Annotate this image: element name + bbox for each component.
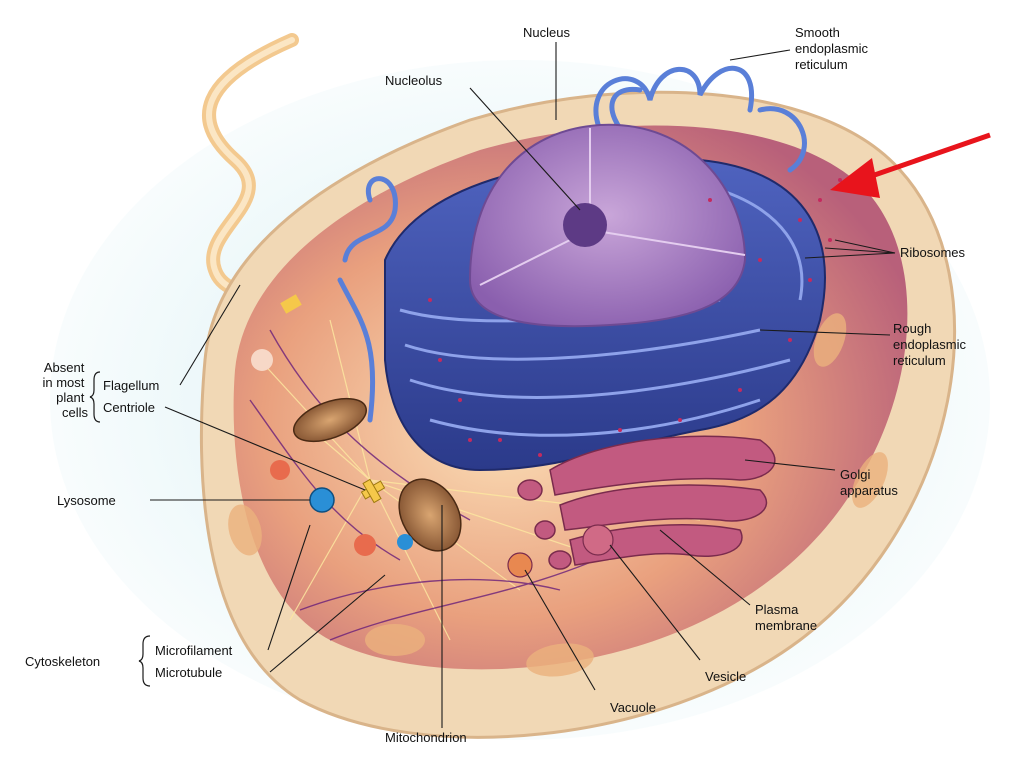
red-arrow (830, 132, 991, 198)
cytoskeleton-brace (138, 635, 151, 687)
label-microtubule: Microtubule (155, 665, 222, 680)
label-absent-note: Absent in most plant cells (42, 360, 88, 420)
nucleus-shape (468, 123, 747, 328)
label-vesicle: Vesicle (705, 669, 746, 684)
labels: Nucleus Nucleolus Smooth endoplasmic ret… (25, 25, 970, 745)
vacuole-shape (397, 534, 413, 550)
centriole-shape (360, 478, 386, 504)
label-smooth-er: Smooth endoplasmic reticulum (795, 25, 872, 72)
label-vacuole: Vacuole (610, 700, 656, 715)
leader-lines (150, 42, 896, 728)
label-flagellum: Flagellum (103, 378, 159, 393)
absent-brace (89, 371, 101, 423)
smooth-er-shape (337, 65, 807, 423)
membrane-inclusions (228, 313, 888, 677)
label-nucleolus: Nucleolus (385, 73, 443, 88)
ribosome-dots (428, 178, 842, 462)
lysosome-shape (309, 487, 335, 513)
golgi-shape (517, 435, 776, 570)
label-rough-er: Rough endoplasmic reticulum (893, 321, 970, 368)
label-microfilament: Microfilament (155, 643, 233, 658)
label-ribosomes: Ribosomes (900, 245, 966, 260)
label-mitochondrion: Mitochondrion (385, 730, 467, 745)
nucleolus-shape (563, 203, 607, 247)
label-cytoskeleton: Cytoskeleton (25, 654, 100, 669)
label-nucleus: Nucleus (523, 25, 570, 40)
label-centriole: Centriole (103, 400, 155, 415)
mitochondrion-shapes (293, 397, 462, 552)
label-plasma-membrane: Plasma membrane (755, 602, 817, 633)
label-lysosome: Lysosome (57, 493, 116, 508)
label-golgi: Golgi apparatus (840, 467, 898, 498)
